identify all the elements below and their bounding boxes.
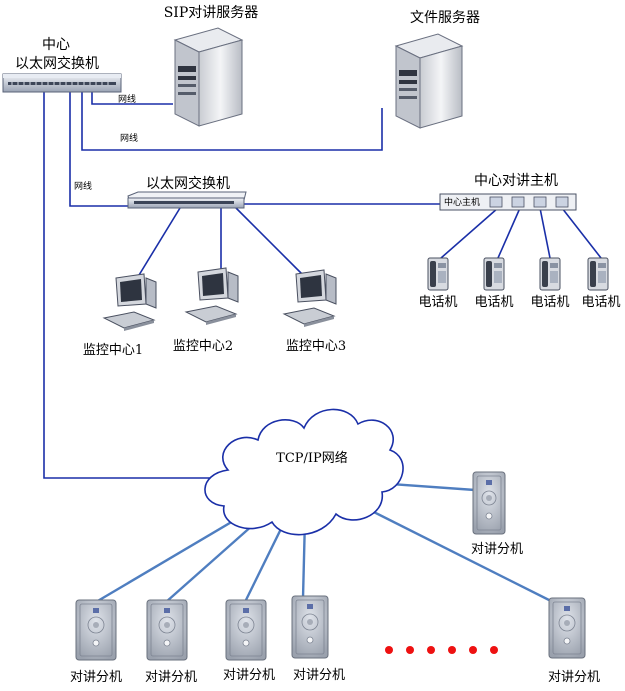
- intercom-station-icon: [472, 471, 506, 535]
- host-title: 中心对讲主机: [474, 173, 558, 189]
- sip-server-icon: [173, 27, 244, 127]
- center-switch: [2, 73, 122, 93]
- host-panel-label: 中心主机: [444, 196, 480, 208]
- station-label: 对讲分机: [223, 668, 275, 683]
- cable-to-network-cloud: [43, 92, 222, 479]
- cable-label-3: 网线: [74, 180, 92, 192]
- ethernet-switch-icon: [127, 191, 247, 209]
- phone-label: 电话机: [581, 295, 620, 310]
- monitor-label: 监控中心2: [173, 339, 233, 354]
- network-cloud: [204, 408, 404, 536]
- intercom-station-icon: [548, 597, 586, 659]
- cable-to-phone1: [440, 207, 499, 259]
- cable-to-sip-server: [91, 92, 173, 105]
- monitor-label: 监控中心3: [286, 339, 346, 354]
- station-label: 对讲分机: [548, 670, 600, 685]
- station-label: 对讲分机: [70, 670, 122, 685]
- intercom-station-icon: [225, 599, 267, 661]
- phone-icon: [483, 257, 505, 291]
- cable-to-monitor3: [235, 207, 303, 275]
- computer-icon: [184, 267, 239, 325]
- phone-label: 电话机: [418, 295, 457, 310]
- file-server-icon: [394, 33, 464, 129]
- intercom-host-icon: [439, 193, 577, 211]
- computer-icon: [282, 269, 337, 327]
- station-label: 对讲分机: [471, 542, 523, 557]
- phone-label: 电话机: [474, 295, 513, 310]
- cable-to-switch2: [69, 92, 130, 207]
- intercom-station-icon: [75, 599, 117, 661]
- sip-server-label: SIP对讲服务器: [164, 5, 259, 21]
- computer-icon: [102, 273, 157, 331]
- connection-lines: [43, 92, 602, 479]
- station-label: 对讲分机: [293, 668, 345, 683]
- switch2-label: 以太网交换机: [146, 175, 230, 192]
- cable-to-phone4: [561, 207, 602, 259]
- intercom-station-icon: [146, 599, 188, 661]
- cable-label-1: 网线: [118, 93, 136, 105]
- intercom-station-icon: [291, 595, 329, 659]
- file-server-label: 文件服务器: [410, 10, 480, 26]
- station-label: 对讲分机: [145, 670, 197, 685]
- phone-icon: [539, 257, 561, 291]
- cable-to-phone2: [497, 207, 521, 259]
- center-label: 中心: [42, 37, 70, 53]
- cloud-label: TCP/IP网络: [276, 450, 348, 466]
- monitor-label: 监控中心1: [83, 343, 143, 358]
- phone-icon: [427, 257, 449, 291]
- cable-to-file-server: [81, 92, 383, 151]
- cable-label-2: 网线: [120, 132, 138, 144]
- cable-to-monitor1: [135, 207, 181, 281]
- more-stations-ellipsis: [385, 646, 498, 654]
- phone-icon: [587, 257, 609, 291]
- cable-to-phone3: [539, 207, 551, 259]
- center-switch-label: 以太网交换机: [15, 55, 99, 72]
- phone-label: 电话机: [530, 295, 569, 310]
